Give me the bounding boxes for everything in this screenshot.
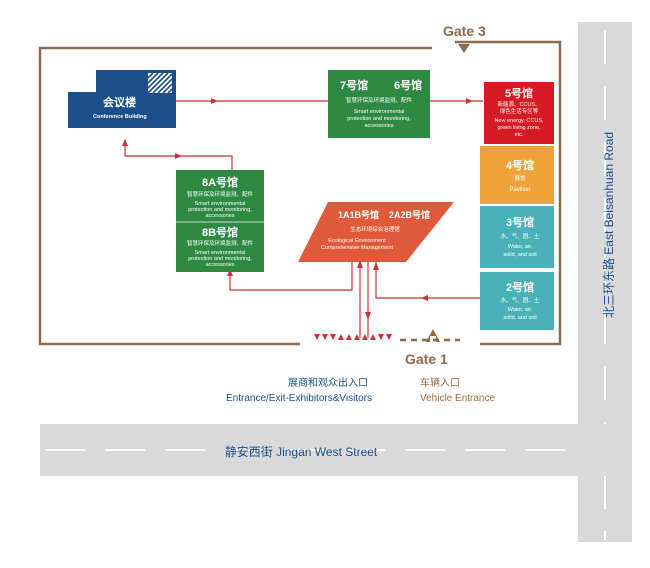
hall-6-title: 6号馆 bbox=[394, 78, 422, 92]
hall-8b-title: 8B号馆 bbox=[202, 225, 238, 239]
hall-5-shape bbox=[484, 82, 554, 144]
east-road-label: 北三环东路 East Beisanhuan Road bbox=[601, 132, 616, 318]
hall-8b[interactable]: 8B号馆 智慧环保及环境监测、配件 Smart environmental pr… bbox=[176, 221, 264, 272]
hall-3-en2: solid, and soil bbox=[503, 252, 536, 258]
routes bbox=[122, 98, 490, 338]
route-arrow-7 bbox=[365, 312, 371, 320]
route-arrow-9 bbox=[421, 295, 428, 301]
route-arrow-8 bbox=[373, 262, 379, 270]
hall-1a1b-2a2b[interactable]: 1A1B号馆 2A2B号馆 生态环境综合治理馆 Ecological Envir… bbox=[298, 202, 454, 262]
hall-3[interactable]: 3号馆 水、气、固、土 Water, air, solid, and soil bbox=[480, 206, 554, 268]
conference-building[interactable]: 会议楼 Conference Building bbox=[68, 70, 176, 128]
entrance-arrow-down-3 bbox=[330, 334, 336, 340]
vehicle-entrance-arrow-icon bbox=[426, 329, 440, 342]
hall-5-en1: New energy, CCUS, bbox=[494, 118, 544, 124]
hall-8a-cn: 智慧环保及环境监测、配件 bbox=[187, 190, 254, 198]
hall-7-6-shape bbox=[328, 70, 430, 138]
hall-5[interactable]: 5号馆 新能源、CCUS、 绿色生活专区等 New energy, CCUS, … bbox=[484, 82, 554, 144]
hall-2-title: 2号馆 bbox=[506, 280, 534, 294]
hall-8b-cn: 智慧环保及环境监测、配件 bbox=[187, 239, 254, 247]
hall-5-cn2: 绿色生活专区等 bbox=[500, 107, 539, 115]
hall-3-shape bbox=[486, 206, 554, 268]
hall-3-en1: Water, air, bbox=[508, 244, 533, 250]
entrance-arrow-up-1 bbox=[338, 334, 344, 340]
entrance-arrow-down-5 bbox=[386, 334, 392, 340]
hall-8b-en3: accessories bbox=[205, 262, 234, 268]
hall-7-6-en3: accessories bbox=[364, 123, 393, 129]
hall-1a1b-en2: Comprehensive Management bbox=[321, 245, 394, 251]
entrance-arrow-down-4 bbox=[378, 334, 384, 340]
south-road-label: 静安西街 Jingan West Street bbox=[225, 444, 378, 459]
hall-8a-en3: accessories bbox=[205, 213, 234, 219]
hall-7-6-cn: 智慧环保及环境监测、配件 bbox=[346, 96, 413, 104]
hall-8b-shape bbox=[176, 222, 264, 272]
hall-3-title: 3号馆 bbox=[506, 215, 534, 229]
route-arrow-4 bbox=[175, 153, 182, 159]
visitor-entrance-cn: 展商和观众出入口 bbox=[288, 376, 368, 389]
entrance-arrow-up-5 bbox=[370, 334, 376, 340]
gate1-label: Gate 1 bbox=[405, 351, 448, 367]
entrance-arrow-up-2 bbox=[346, 334, 352, 340]
hall-8a[interactable]: 8A号馆 智慧环保及环境监测、配件 Smart environmental pr… bbox=[176, 170, 264, 222]
hall-4-title: 4号馆 bbox=[506, 158, 534, 172]
route-arrow-3 bbox=[122, 139, 128, 146]
hall-5-en3: etc. bbox=[515, 132, 524, 138]
visitor-entrance-arrows bbox=[314, 334, 392, 340]
entrance-arrow-up-3 bbox=[354, 334, 360, 340]
entrance-arrow-down-1 bbox=[314, 334, 320, 340]
hall-4-en: Pavilion bbox=[509, 187, 530, 193]
hall-2-cn: 水、气、固、土 bbox=[501, 296, 540, 304]
hall-8b-en2: protection and monitoring, bbox=[188, 256, 252, 262]
vehicle-entrance-en: Vehicle Entrance bbox=[420, 393, 495, 404]
hall-1a1b-title: 1A1B号馆 bbox=[338, 209, 379, 220]
site-boundary-west bbox=[38, 46, 432, 346]
hall-5-title: 5号馆 bbox=[505, 86, 533, 100]
hall-7-title: 7号馆 bbox=[340, 78, 368, 92]
hall-4-cn: 展馆 bbox=[514, 174, 526, 182]
hall-2-en1: Water, air, bbox=[508, 307, 533, 313]
entrance-arrow-up-4 bbox=[362, 334, 368, 340]
hall-2[interactable]: 2号馆 水、气、固、土 Water, air, solid, and soil bbox=[480, 272, 554, 330]
hall-2-shape bbox=[486, 272, 554, 330]
gate3-arrow-icon bbox=[458, 44, 470, 53]
route-hall2-to-center bbox=[375, 262, 490, 299]
hall-5-cn1: 新能源、CCUS、 bbox=[497, 100, 540, 108]
route-arrow-6 bbox=[357, 260, 363, 268]
hall-1a1b-cn: 生态环境综合治理馆 bbox=[350, 225, 400, 233]
hall-7-6-en1: Smart environmental bbox=[354, 109, 405, 115]
conference-title: 会议楼 bbox=[103, 95, 136, 109]
hall-8a-shape bbox=[176, 170, 264, 222]
visitor-entrance-en: Entrance/Exit-Exhibitors&Visitors bbox=[226, 393, 372, 404]
hall-8a-title: 8A号馆 bbox=[202, 175, 238, 189]
hall-2a2b-title: 2A2B号馆 bbox=[389, 209, 430, 220]
hall-8a-en1: Smart environmental bbox=[195, 201, 246, 207]
route-arrow-2 bbox=[466, 98, 473, 104]
hall-2-tab bbox=[480, 272, 486, 330]
hall-1a1b-2a2b-shape bbox=[298, 202, 454, 262]
conference-subtitle: Conference Building bbox=[93, 114, 147, 120]
entrance-arrow-down-2 bbox=[322, 334, 328, 340]
hall-7-6[interactable]: 7号馆 6号馆 智慧环保及环境监测、配件 Smart environmental… bbox=[328, 70, 430, 138]
site-boundary bbox=[455, 40, 562, 346]
route-arrow-5 bbox=[227, 269, 233, 276]
hall-8a-en2: protection and monitoring, bbox=[188, 207, 252, 213]
hall-3-tab bbox=[480, 206, 486, 268]
route-arrow-1 bbox=[211, 98, 218, 104]
hall-1a1b-en1: Ecological Environment bbox=[328, 238, 386, 244]
hall-7-6-en2: protection and monitoring, bbox=[347, 116, 411, 122]
route-center-to-8b bbox=[229, 262, 353, 291]
gate3-label: Gate 3 bbox=[443, 23, 486, 39]
vehicle-entrance-cn: 车辆入口 bbox=[420, 376, 460, 389]
hall-3-cn: 水、气、固、土 bbox=[501, 232, 540, 240]
hall-5-en2: green living zone, bbox=[497, 125, 541, 131]
hall-4-tab bbox=[480, 146, 486, 204]
striped-corner-icon bbox=[147, 72, 173, 94]
hall-8b-en1: Smart environmental bbox=[195, 250, 246, 256]
hall-2-en2: solid, and soil bbox=[503, 315, 536, 321]
hall-4-shape bbox=[486, 146, 554, 204]
hall-4[interactable]: 4号馆 展馆 Pavilion bbox=[480, 146, 554, 204]
